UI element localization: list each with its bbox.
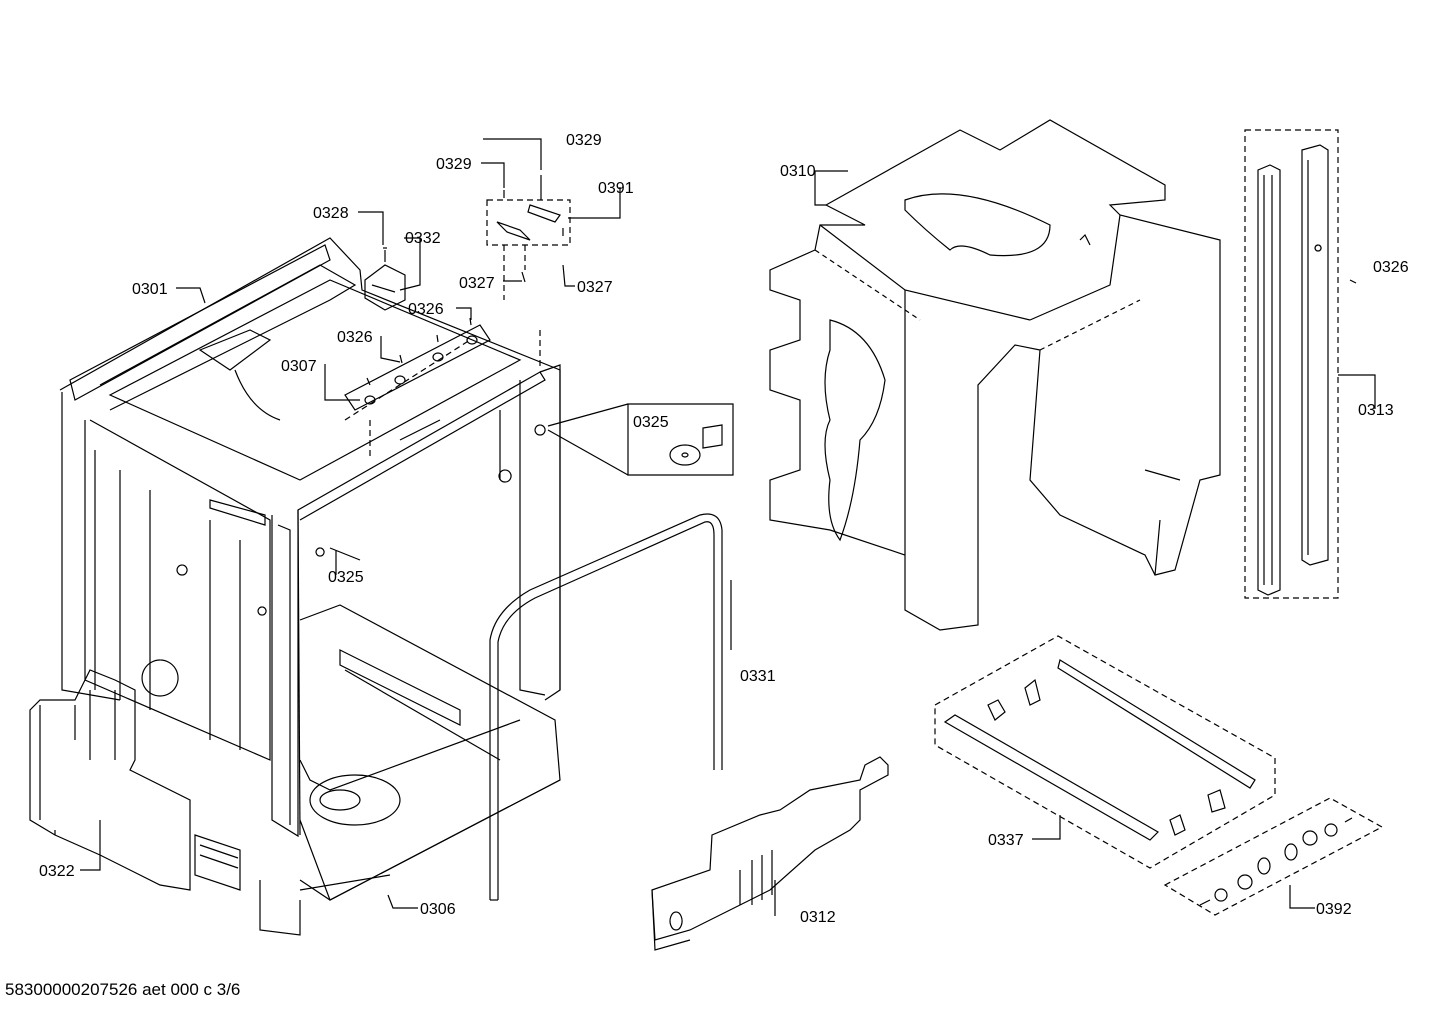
label-0391: 0391 bbox=[598, 180, 634, 197]
washer-callout-box bbox=[534, 403, 734, 476]
rail-hardware-kit bbox=[934, 635, 1276, 869]
label-0326-mid: 0326 bbox=[408, 301, 444, 318]
bracket-kit-box bbox=[486, 175, 571, 283]
label-0325-tub: 0325 bbox=[328, 569, 364, 586]
label-0392: 0392 bbox=[1316, 901, 1352, 918]
label-0306: 0306 bbox=[420, 901, 456, 918]
top-insulation-cover bbox=[769, 119, 1221, 631]
part-labels: 0301 0306 0307 0310 0312 0313 0322 0325 … bbox=[39, 132, 1409, 926]
document-id-footer: 58300000207526 aet 000 c 3/6 bbox=[5, 980, 241, 999]
label-0326-rail: 0326 bbox=[1373, 259, 1409, 276]
label-0331: 0331 bbox=[740, 668, 776, 685]
label-0310: 0310 bbox=[780, 163, 816, 180]
label-0329-right: 0329 bbox=[566, 132, 602, 149]
label-0322: 0322 bbox=[39, 863, 75, 880]
label-0337: 0337 bbox=[988, 832, 1024, 849]
tub-assembly bbox=[59, 237, 561, 838]
side-insulation-block bbox=[29, 669, 191, 891]
label-0329-left: 0329 bbox=[436, 156, 472, 173]
top-mounting-strip bbox=[344, 317, 491, 411]
hinge-bracket bbox=[364, 247, 406, 311]
label-0332: 0332 bbox=[405, 230, 441, 247]
label-0328: 0328 bbox=[313, 205, 349, 222]
label-0313: 0313 bbox=[1358, 402, 1394, 419]
front-plinth-foot bbox=[651, 756, 889, 951]
door-seal-gasket bbox=[489, 513, 723, 901]
side-rails-box bbox=[1244, 129, 1357, 599]
label-0301: 0301 bbox=[132, 281, 168, 298]
screw-kit bbox=[1163, 797, 1384, 916]
label-0307: 0307 bbox=[281, 358, 317, 375]
leader-lines bbox=[80, 138, 1376, 916]
label-0327-right: 0327 bbox=[577, 279, 613, 296]
base-tray-assembly bbox=[194, 604, 561, 936]
label-0325-callout: 0325 bbox=[633, 414, 669, 431]
label-0326-left: 0326 bbox=[337, 329, 373, 346]
label-0312: 0312 bbox=[800, 909, 836, 926]
label-0327-left: 0327 bbox=[459, 275, 495, 292]
